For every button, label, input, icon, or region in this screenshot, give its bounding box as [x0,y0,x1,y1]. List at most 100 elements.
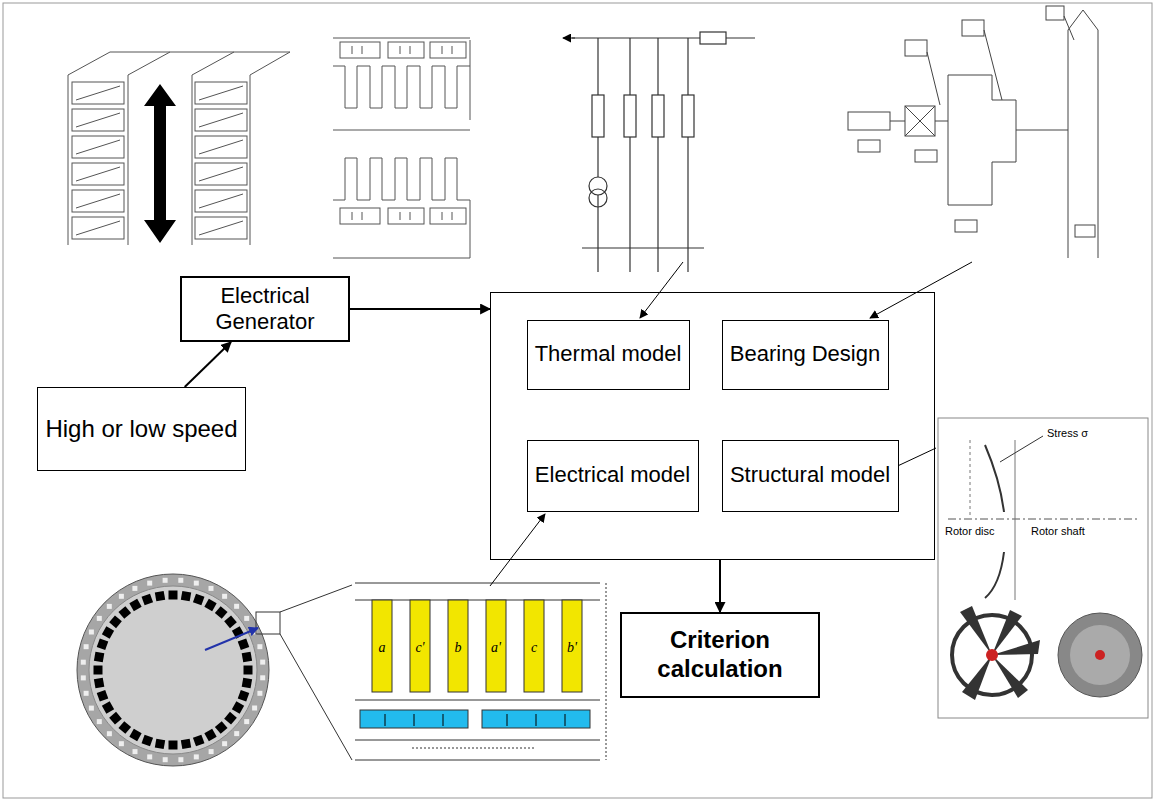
node-label: Thermal model [535,341,682,367]
stator-slot [119,741,124,746]
stator-slot [84,644,89,649]
stator-slot [119,594,124,599]
magnet-block [129,599,141,611]
stator-slot [132,586,137,591]
winding-label: b' [562,640,582,655]
thermal-circuit [563,32,755,272]
input-box: High or low speed [37,387,246,471]
stator-slot [234,731,239,736]
stator-slot [147,754,152,759]
stator-slot [209,586,214,591]
stator-slot [222,594,227,599]
winding-label: c [524,640,544,655]
stator-slot [107,731,112,736]
magnet-block [129,729,141,741]
stator-slot [81,660,86,665]
part-label: Stress σ [1046,427,1089,439]
stator-slot [133,749,138,754]
stator-slot [222,741,227,746]
process-box: Bearing Design [722,320,889,390]
magnet-block [181,591,191,601]
stator-slot [163,757,168,762]
magnet-block [94,678,104,688]
magnet-block [215,606,228,619]
stator-slot [89,630,94,635]
magnet-block [118,721,131,734]
stator-slot [107,604,112,609]
node-label: Criterion calculation [622,626,818,684]
stator-slot [81,675,86,680]
stator-slot [260,675,265,680]
stator-slot [97,616,102,621]
magnet-block [238,639,250,651]
stator-slot [178,757,183,762]
axial-sketch [68,52,290,245]
magnet-block [181,739,191,749]
stator-slot [194,754,199,759]
magnet-block [118,606,131,619]
magnet-block [102,626,114,638]
stator-slot [178,578,183,583]
part-label: Rotor shaft [1030,525,1086,537]
structural-panel [938,418,1148,718]
winding-label: a [372,640,392,655]
magnet-block [169,741,178,750]
winding-label: a' [486,640,506,655]
process-box: Structural model [722,440,899,512]
connector-arrow [719,560,721,612]
stator-slot [97,719,102,724]
magnet-block [97,690,109,702]
magnet-block [109,615,122,628]
stator-slot [260,660,265,665]
magnet-block [242,652,252,662]
stator-slot [84,691,89,696]
winding-label: b [448,640,468,655]
bearing-schematic [848,6,1098,258]
part-label: Rotor disc [944,525,996,537]
node-label: Electrical Generator [182,283,348,336]
stator-slot [244,616,249,621]
magnet-block [232,701,244,713]
node-label: Structural model [730,462,890,488]
winding-label: c' [410,640,430,655]
magnet-block [193,735,205,747]
magnet-block [94,666,103,675]
slot-detail [355,583,606,760]
magnet-block [242,678,252,688]
magnet-block [204,599,216,611]
magnet-block [142,594,154,606]
process-box: Thermal model [527,320,690,390]
connector-arrow [185,342,231,387]
slot-sketch [333,38,470,258]
magnet-block [155,739,165,749]
stator-slot [244,719,249,724]
magnet-block [142,735,154,747]
model-container: Thermal model Bearing DesignElectrical mo… [490,292,935,560]
process-box: Electrical model [527,440,699,512]
magnet-block [224,615,237,628]
stator-slot [147,581,152,586]
magnet-block [244,666,253,675]
magnet-block [102,701,114,713]
magnet-block [204,729,216,741]
magnet-block [238,690,250,702]
input-box: Electrical Generator [180,276,350,342]
stator-slot [257,644,262,649]
magnet-block [97,639,109,651]
machine-cross-section [77,574,352,766]
leader-lines [490,262,972,586]
magnet-block [193,594,205,606]
magnet-block [224,712,237,725]
magnet-block [109,712,122,725]
magnet-block [215,721,228,734]
stator-slot [252,706,257,711]
stator-slot [163,578,168,583]
stator-slot [234,604,239,609]
node-label: Bearing Design [730,341,880,367]
magnet-block [155,591,165,601]
stator-slot [257,691,262,696]
stator-slot [89,706,94,711]
node-label: Electrical model [535,462,690,488]
stator-slot [209,749,214,754]
